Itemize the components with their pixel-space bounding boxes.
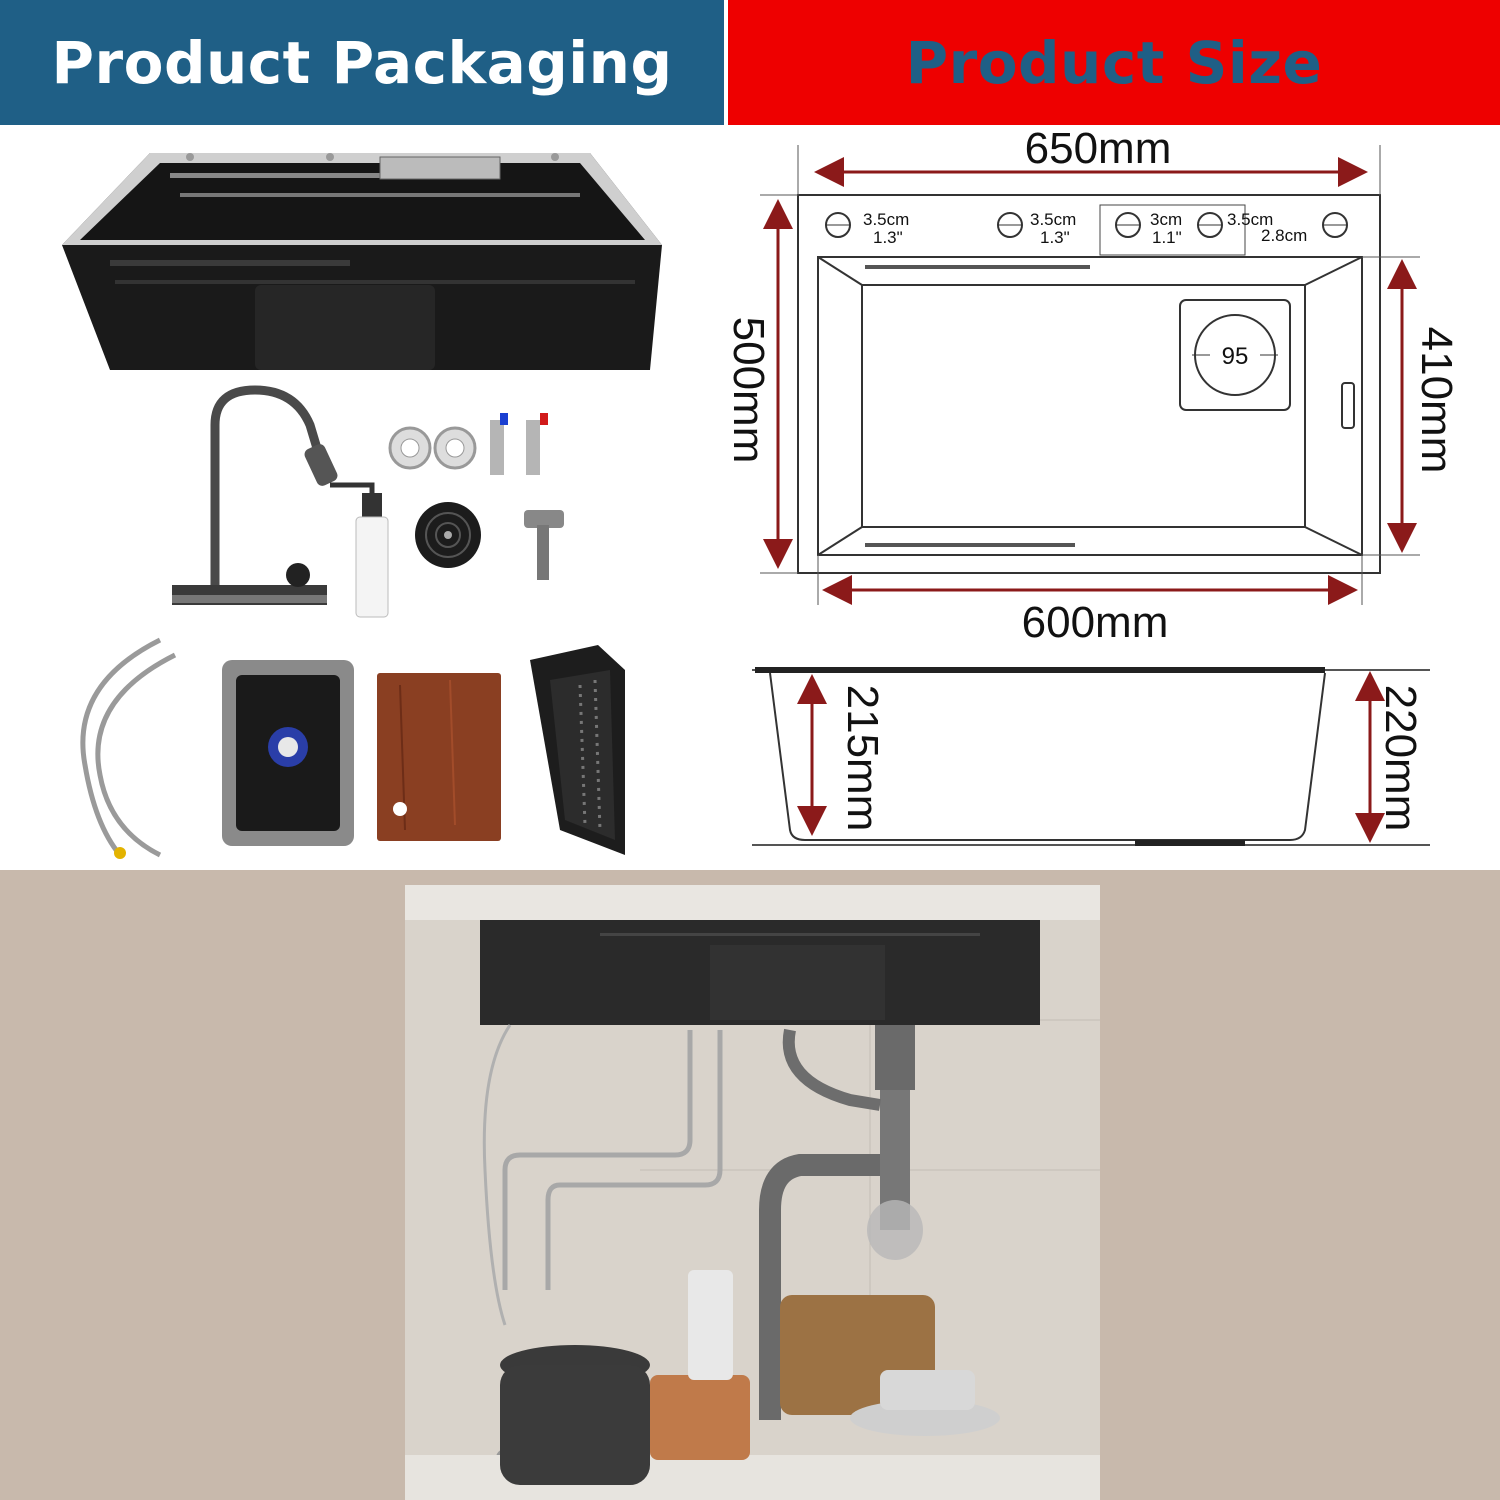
drain-pipe-image [759, 1025, 923, 1420]
soap-dispenser-image [330, 482, 389, 618]
cookware-image [405, 1270, 1100, 1500]
sink-product-image [62, 153, 662, 370]
top-width-label: 650mm [1025, 125, 1172, 173]
hole-1-inch-label: 1.3" [873, 228, 903, 247]
installation-photo [0, 870, 1500, 1500]
cutting-board-image [377, 673, 501, 841]
hole-5-cm-label: 2.8cm [1261, 226, 1307, 245]
water-hoses-image [80, 637, 177, 859]
installation-tool-image [524, 510, 564, 580]
hole-3-cm-label: 3cm [1150, 210, 1182, 229]
fittings-image [388, 413, 548, 475]
top-view-diagram: 95 3.5cm 1.3" 3.5cm 1.3" 3cm 1.1" 3.5cm … [730, 145, 1461, 605]
product-packaging-banner: Product Packaging [0, 0, 724, 125]
packaging-contents-panel [0, 125, 730, 870]
drain-strainer-image [415, 502, 481, 568]
faucet-image [172, 385, 338, 605]
inner-height-label: 215mm [838, 685, 887, 832]
outer-height-label: 220mm [1376, 685, 1425, 832]
drain-basket-image [530, 645, 625, 855]
hole-2-inch-label: 1.3" [1040, 228, 1070, 247]
hole-4-cm-label: 3.5cm [1227, 210, 1273, 229]
hole-2-cm-label: 3.5cm [1030, 210, 1076, 229]
outer-depth-label: 500mm [730, 317, 773, 464]
inner-depth-label: 410mm [1412, 327, 1461, 474]
hole-1-cm-label: 3.5cm [863, 210, 909, 229]
bottom-width-label: 600mm [1022, 598, 1169, 647]
drain-diameter-label: 95 [1222, 343, 1249, 370]
side-view-diagram: 215mm 220mm [752, 667, 1430, 846]
size-diagram-panel: 95 3.5cm 1.3" 3.5cm 1.3" 3cm 1.1" 3.5cm … [730, 125, 1500, 870]
hole-3-inch-label: 1.1" [1152, 228, 1182, 247]
product-size-title: Product Size [905, 28, 1323, 97]
product-size-banner: Product Size [728, 0, 1500, 125]
accessory-basin-image [222, 660, 354, 846]
product-packaging-title: Product Packaging [51, 28, 673, 97]
installed-sink-image [480, 920, 1040, 1025]
